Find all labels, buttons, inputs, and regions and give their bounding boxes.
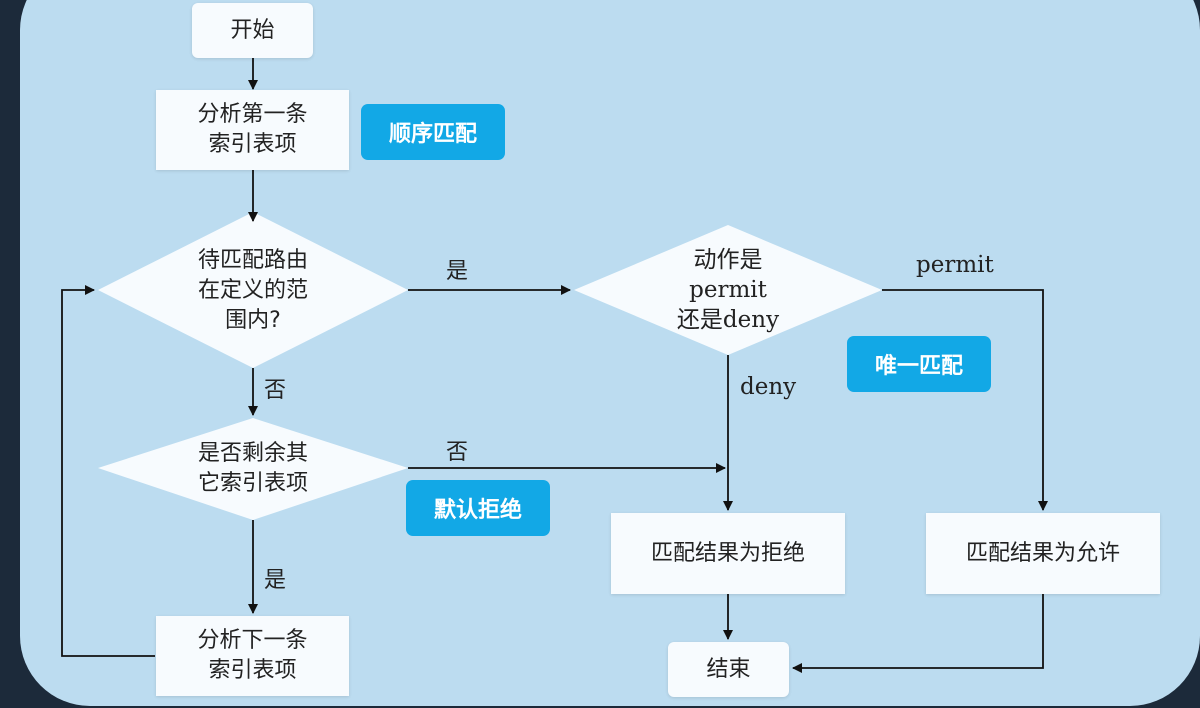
decision-action <box>574 225 882 355</box>
analyze-first-text: 分析第一条 索引表项 <box>197 102 308 157</box>
result-deny-text: 匹配结果为拒绝 <box>650 540 805 566</box>
in-range-label: 待匹配路由 在定义的范 围内? <box>197 248 308 333</box>
label-no-remaining: 否 <box>446 440 469 465</box>
start-node: 开始 <box>192 3 313 58</box>
decision-in-range <box>98 212 408 368</box>
tag-default-deny: 默认拒绝 <box>406 480 550 536</box>
label-permit: permit <box>916 252 994 278</box>
action-text: 动作是 permit 还是deny <box>640 244 816 336</box>
result-permit-node: 匹配结果为允许 <box>926 513 1160 594</box>
tag-unique: 唯一匹配 <box>847 336 991 392</box>
analyze-first-node: 分析第一条 索引表项 <box>156 90 349 170</box>
tag-sequential: 顺序匹配 <box>361 104 505 160</box>
label-no-range: 否 <box>264 378 287 403</box>
tag-default-deny-text: 默认拒绝 <box>433 498 522 523</box>
remaining-text: 是否剩余其 它索引表项 <box>160 438 346 500</box>
in-range-text: 待匹配路由 在定义的范 围内? <box>160 245 346 337</box>
label-deny: deny <box>740 374 797 400</box>
arrow-permit-to-end <box>792 594 1044 673</box>
arrow-action-to-permit <box>882 289 1048 511</box>
label-yes-action: 是 <box>446 259 469 284</box>
tag-sequential-text: 顺序匹配 <box>388 122 477 147</box>
end-node-text: 结束 <box>706 656 751 682</box>
action-label: 动作是 permit 还是deny <box>676 247 780 333</box>
label-yes-next: 是 <box>264 568 287 593</box>
analyze-next-node: 分析下一条 索引表项 <box>156 616 349 696</box>
arrow-next-loop-back <box>61 285 155 657</box>
decision-remaining <box>98 418 408 520</box>
remaining-label: 是否剩余其 它索引表项 <box>197 441 308 496</box>
result-permit-text: 匹配结果为允许 <box>965 540 1120 566</box>
start-node-text: 开始 <box>230 17 275 43</box>
tag-unique-text: 唯一匹配 <box>874 354 963 379</box>
end-node: 结束 <box>668 642 789 697</box>
result-deny-node: 匹配结果为拒绝 <box>611 513 845 594</box>
analyze-next-text: 分析下一条 索引表项 <box>197 628 308 683</box>
